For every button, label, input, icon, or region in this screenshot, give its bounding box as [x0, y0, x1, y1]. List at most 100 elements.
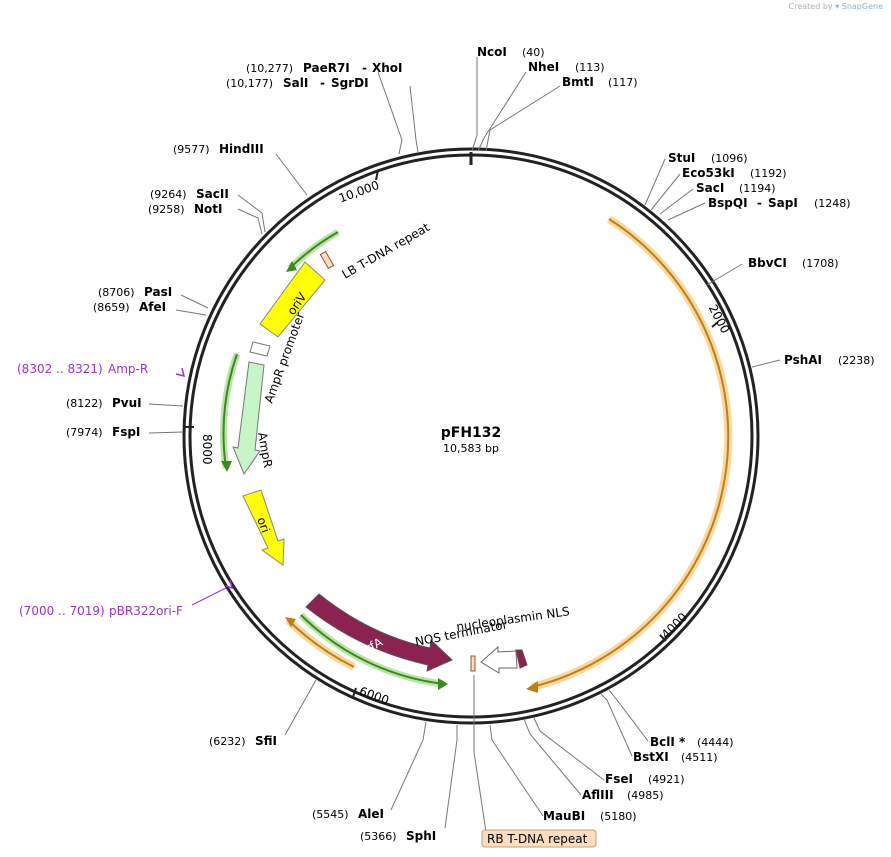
leader-bspqi	[667, 202, 706, 221]
leader-stui	[644, 158, 666, 206]
rb-repeat-label-box	[481, 829, 597, 848]
enzyme-pos-bcli: (4444)	[697, 736, 734, 749]
enzyme-name-pvui: PvuI	[112, 396, 142, 410]
enzyme-name-afei: AfeI	[139, 300, 166, 314]
tick-mark-6000	[352, 687, 357, 698]
enzyme-partner-bspqi: SapI	[768, 196, 798, 210]
enzyme-name-bcli: BclI *	[650, 735, 686, 749]
enzyme-name-sali: SalI	[283, 76, 308, 90]
green-arc-top-left-arrowhead	[286, 261, 297, 272]
enzyme-pos-aflii: (4985)	[627, 789, 664, 802]
ori-label: ori	[254, 515, 272, 534]
enzyme-name-saci: SacI	[696, 181, 724, 195]
enzyme-name-noti: NotI	[194, 202, 223, 216]
snapgene-logo-icon: ▾	[835, 2, 840, 11]
enzyme-pos-hindiii: (9577)	[173, 143, 210, 156]
tick-mark-4000	[659, 634, 667, 642]
green-arc-bottom-arrowhead	[438, 678, 448, 690]
tick-label-10000: 10,000	[337, 178, 381, 206]
nos-terminator-box	[470, 655, 476, 672]
enzyme-name-aflii: AflIII	[582, 788, 614, 802]
leader-noti	[237, 208, 263, 235]
enzyme-name-ncoi: NcoI	[477, 45, 507, 59]
leader-ncoi	[471, 57, 478, 152]
tick-mark-10000	[375, 169, 379, 181]
leader-pvui	[148, 403, 184, 407]
enzyme-partner-sep-sali: -	[320, 76, 325, 90]
ampr-promoter-feature	[249, 341, 271, 357]
snapgene-watermark: Created by ▾ SnapGene	[789, 2, 883, 11]
enzyme-leader-lines	[148, 57, 781, 833]
leader-paer7i	[377, 71, 403, 155]
leader-bstxi	[600, 693, 633, 757]
leader-pasi	[180, 294, 209, 309]
orange-arc-arrowhead-right	[526, 681, 538, 693]
enzyme-name-sacii: SacII	[196, 187, 229, 201]
watermark-created-by: Created by	[788, 2, 833, 11]
enzyme-pos-ncoi: (40)	[522, 46, 545, 59]
enzyme-partner-sali: SgrDI	[331, 76, 369, 90]
enzyme-pos-fsei: (4921)	[648, 773, 685, 786]
enzyme-name-pshai: PshAI	[784, 353, 822, 367]
enzyme-pos-afei: (8659)	[93, 301, 130, 314]
leader-sali	[409, 85, 419, 153]
lb-repeat-box	[319, 250, 335, 270]
enzyme-partner-paer7i: XhoI	[372, 61, 403, 75]
leader-rb-repeat	[473, 675, 487, 833]
enzyme-name-bspqi: BspQI	[708, 196, 748, 210]
enzyme-name-maubi: MauBI	[543, 809, 585, 823]
enzyme-name-sphi: SphI	[406, 829, 436, 843]
leader-bmti	[485, 85, 561, 152]
orange-arc-feature-right-core	[531, 218, 730, 688]
enzyme-partner-sep-bspqi: -	[757, 196, 762, 210]
primer-ampr-range: (8302 .. 8321)	[17, 362, 103, 376]
enzyme-name-sfii: SfiI	[255, 734, 277, 748]
enzyme-name-fspi: FspI	[112, 425, 140, 439]
enzyme-pos-sali: (10,177)	[226, 77, 273, 90]
enzyme-pos-pvui: (8122)	[66, 397, 103, 410]
nucleoplasmin-nls-label: nucleoplasmin NLS	[455, 604, 570, 634]
leader-hindiii	[275, 153, 308, 196]
leader-aflii	[523, 718, 582, 796]
enzyme-pos-bbvci: (1708)	[802, 257, 839, 270]
trfa-feature	[305, 593, 453, 672]
enzyme-partner-sep-paer7i: -	[362, 61, 367, 75]
enzyme-pos-eco53ki: (1192)	[750, 167, 787, 180]
enzyme-name-bmti: BmtI	[562, 75, 594, 89]
enzyme-pos-paer7i: (10,277)	[246, 62, 293, 75]
enzyme-pos-stui: (1096)	[711, 152, 748, 165]
leader-sacii	[237, 194, 266, 233]
enzyme-name-bbvci: BbvCI	[748, 256, 787, 270]
leader-bcli	[608, 689, 649, 742]
leader-sphi	[444, 725, 458, 829]
plasmid-length: 10,583 bp	[443, 442, 499, 455]
enzyme-pos-bmti: (117)	[608, 76, 638, 89]
leader-sfii	[284, 679, 317, 736]
nucleoplasmin-nls-feature	[515, 649, 528, 669]
primer-pbr322-range: (7000 .. 7019)	[19, 604, 105, 618]
enzyme-pos-bspqi: (1248)	[814, 197, 851, 210]
green-arc-left-arrowhead	[221, 461, 232, 472]
primer-pbr322-name: pBR322ori-F	[109, 604, 183, 618]
primer-pbr322-leader	[191, 587, 227, 606]
green-arc-left-core	[222, 353, 238, 469]
primer-pbr322-marker	[225, 579, 234, 590]
leader-bbvci	[706, 263, 743, 286]
enzyme-pos-noti: (9258)	[148, 203, 185, 216]
enzyme-pos-sacii: (9264)	[150, 188, 187, 201]
plasmid-name: pFH132	[441, 425, 502, 441]
primer-ampr-name: Amp-R	[108, 362, 148, 376]
enzyme-pos-alei: (5545)	[312, 808, 349, 821]
leader-pshai	[751, 359, 781, 368]
enzyme-name-stui: StuI	[668, 151, 695, 165]
leader-fspi	[148, 431, 184, 434]
enzyme-name-pasi: PasI	[144, 285, 172, 299]
enzyme-name-paer7i: PaeR7I	[303, 61, 350, 75]
leader-afei	[175, 309, 207, 316]
enzyme-name-nhei: NheI	[528, 60, 559, 74]
enzyme-name-alei: AleI	[358, 807, 384, 821]
ori-feature	[242, 489, 285, 566]
enzyme-pos-fspi: (7974)	[66, 426, 103, 439]
enzyme-pos-pshai: (2238)	[838, 354, 875, 367]
leader-saci	[659, 188, 694, 215]
